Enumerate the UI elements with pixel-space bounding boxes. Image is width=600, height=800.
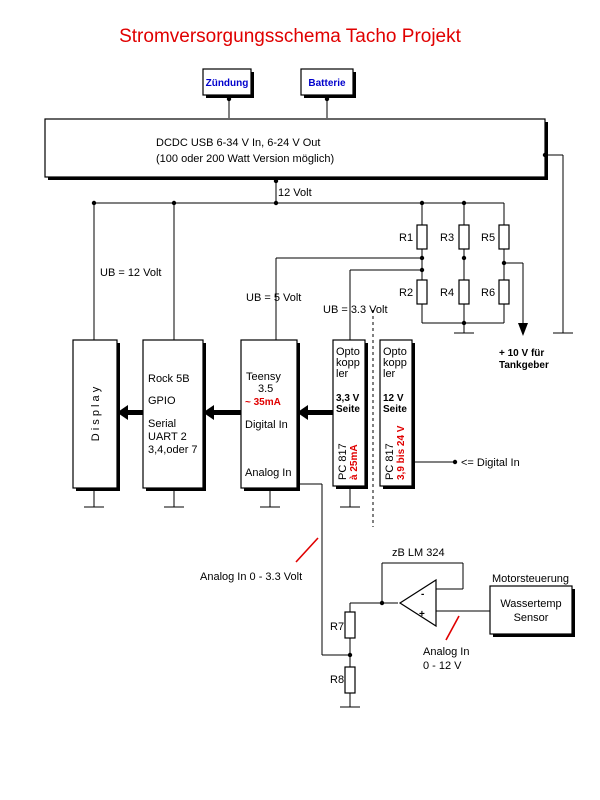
- resistor-r5: [498, 224, 510, 250]
- label-r4: R4: [440, 287, 454, 299]
- resistor-r4: [458, 279, 470, 305]
- opto2-line2: kopp: [383, 357, 407, 369]
- teensy-current: ~ 35mA: [245, 397, 281, 408]
- label-12-volt: 12 Volt: [278, 187, 312, 199]
- opto2-side-voltage: 12 V: [383, 393, 404, 404]
- analog-in-label: Analog In 0 - 3.3 Volt: [200, 571, 302, 583]
- label-ub-5: UB = 5 Volt: [246, 292, 301, 304]
- display-label: D i s p l a y: [90, 386, 102, 441]
- arrow-opto-to-teensy: [297, 405, 333, 420]
- teensy-analog-in: Analog In: [245, 467, 291, 479]
- sensor-header: Motorsteuerung: [492, 573, 569, 585]
- analog-range-2: 0 - 12 V: [423, 660, 462, 672]
- dcdc-subtitle: (100 oder 200 Watt Version möglich): [156, 153, 334, 165]
- ignition-box: Zündung: [202, 68, 254, 98]
- label-r1: R1: [399, 232, 413, 244]
- resistor-network: R1 R3 R5 R2 R4 R6: [399, 203, 510, 334]
- rock-serial: Serial: [148, 418, 176, 430]
- sensor-line1: Wassertemp: [500, 598, 561, 610]
- teensy-digital-in: Digital In: [245, 419, 288, 431]
- sensor-line2: Sensor: [514, 612, 549, 624]
- rock-name: Rock 5B: [148, 373, 190, 385]
- opamp-minus: -: [421, 589, 424, 600]
- label-r5: R5: [481, 232, 495, 244]
- digital-in-label: <= Digital In: [461, 457, 520, 469]
- dcdc-title: DCDC USB 6-34 V In, 6-24 V Out: [156, 137, 320, 149]
- teensy-name: Teensy: [246, 371, 281, 383]
- analog-range-1: Analog In: [423, 646, 469, 658]
- optocoupler-12v-side: Opto kopp ler 12 V Seite PC 817 3,9 bis …: [379, 339, 415, 489]
- opto1-part: PC 817: [337, 443, 349, 480]
- opto1-line3: ler: [336, 368, 349, 380]
- opto1-spec: à 25mA: [349, 444, 360, 480]
- label-ub-33: UB = 3.3 Volt: [323, 304, 388, 316]
- analog-slash: [295, 537, 319, 563]
- label-r7: R7: [330, 621, 344, 633]
- rock-gpio: GPIO: [148, 395, 176, 407]
- display-box: D i s p l a y: [72, 339, 120, 491]
- battery-label: Batterie: [308, 78, 346, 89]
- opto2-line3: ler: [383, 368, 396, 380]
- teensy-version: 3.5: [258, 383, 273, 395]
- arrow-teensy-to-rock: [203, 405, 242, 420]
- arrow-rock-to-display: [117, 405, 143, 420]
- tank-label-1: + 10 V für: [499, 348, 544, 359]
- rock-uart: UART 2: [148, 431, 187, 443]
- resistor-r3: [458, 224, 470, 250]
- diagram-title: Stromversorgungsschema Tacho Projekt: [119, 26, 462, 47]
- water-temp-sensor-box: Wassertemp Sensor: [489, 585, 575, 637]
- opamp-plus: +: [419, 609, 425, 620]
- opto1-line2: kopp: [336, 357, 360, 369]
- resistor-r2: [416, 279, 428, 305]
- rock-uart-options: 3,4,oder 7: [148, 444, 198, 456]
- opto1-side-label: Seite: [336, 404, 360, 415]
- opto2-spec: 3,9 bis 24 V: [396, 425, 407, 480]
- opto2-line1: Opto: [383, 346, 407, 358]
- resistor-r6: [498, 279, 510, 305]
- analog-12v-slash: [445, 615, 460, 641]
- teensy-box: Teensy 3.5 ~ 35mA Digital In Analog In: [240, 339, 300, 491]
- ignition-label: Zündung: [206, 78, 249, 89]
- resistor-r1: [416, 224, 428, 250]
- optocoupler-3v3-side: Opto kopp ler 3,3 V Seite PC 817 à 25mA: [332, 339, 368, 489]
- opto1-side-voltage: 3,3 V: [336, 393, 360, 404]
- op-amp: zB LM 324 - +: [350, 547, 490, 628]
- label-ub-12: UB = 12 Volt: [100, 267, 161, 279]
- opamp-label: zB LM 324: [392, 547, 445, 559]
- label-r2: R2: [399, 287, 413, 299]
- rock-5b-box: Rock 5B GPIO Serial UART 2 3,4,oder 7: [142, 339, 206, 491]
- label-r8: R8: [330, 674, 344, 686]
- label-r6: R6: [481, 287, 495, 299]
- resistor-r7: [344, 611, 356, 639]
- label-r3: R3: [440, 232, 454, 244]
- voltage-divider: R7 R8: [330, 603, 360, 708]
- opto2-part: PC 817: [384, 443, 396, 480]
- tank-label-2: Tankgeber: [499, 360, 549, 371]
- battery-box: Batterie: [300, 68, 356, 98]
- opto2-side-label: Seite: [383, 404, 407, 415]
- resistor-r8: [344, 666, 356, 694]
- opto1-line1: Opto: [336, 346, 360, 358]
- dcdc-converter-box: DCDC USB 6-34 V In, 6-24 V Out (100 oder…: [44, 118, 548, 180]
